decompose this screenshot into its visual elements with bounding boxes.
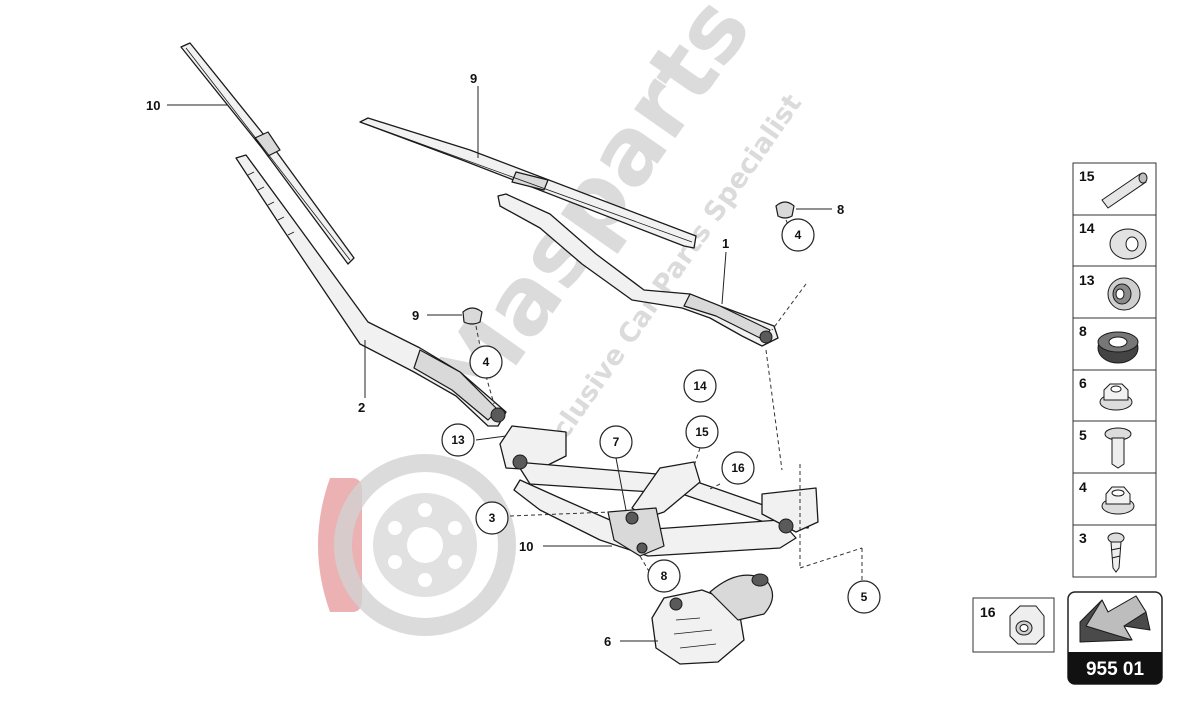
legend-item-5-number: 5 [1079, 427, 1087, 443]
callout-4-left-label: 4 [483, 355, 490, 369]
legend-item-3-number: 3 [1079, 530, 1087, 546]
callout-15[interactable]: 15 [685, 415, 719, 449]
callout-16-label: 16 [731, 461, 745, 475]
legend-item-16-number: 16 [980, 604, 996, 620]
legend-item-3[interactable]: 3 [1079, 530, 1125, 573]
legend-item-8-number: 8 [1079, 323, 1087, 339]
bushing-icon [1109, 228, 1147, 260]
label-2: 2 [358, 400, 365, 415]
legend-item-4[interactable]: 4 [1079, 479, 1135, 515]
callout-3[interactable]: 3 [475, 501, 509, 535]
callout-6[interactable]: 7 [599, 425, 633, 459]
legend-item-6-number: 6 [1079, 375, 1087, 391]
callout-14-label: 14 [693, 379, 707, 393]
cap-9-left [462, 307, 483, 325]
callout-6-label: 7 [613, 435, 620, 449]
dashed-lines [475, 219, 863, 591]
callout-16[interactable]: 16 [721, 451, 755, 485]
callout-4-right[interactable]: 4 [781, 218, 815, 252]
grommet-icon [1097, 331, 1139, 364]
diagram-code-box: 955 01 [1067, 591, 1163, 685]
label-seven: 6 [604, 634, 611, 649]
legend-item-6[interactable]: 6 [1079, 375, 1133, 411]
legend-item-14[interactable]: 14 [1079, 220, 1147, 260]
cap-9-right [775, 201, 795, 219]
label-1: 1 [722, 236, 729, 251]
label-10-text-visible: 10 [519, 539, 533, 554]
callout-4-right-label: 4 [795, 228, 802, 242]
callout-13-label: 13 [451, 433, 465, 447]
leader-lines [167, 86, 832, 642]
wiper-arm-right [497, 193, 779, 347]
wiper-motor [651, 573, 774, 665]
legend-item-14-number: 14 [1079, 220, 1095, 236]
callout-15-label: 15 [695, 425, 709, 439]
callout-13[interactable]: 13 [441, 423, 475, 457]
callout-5-label: 5 [861, 590, 868, 604]
diagram-code: 955 01 [1086, 659, 1145, 680]
label-12: 10 [146, 98, 160, 113]
callout-3-label: 3 [489, 511, 496, 525]
flange-bolt-icon [1104, 427, 1132, 469]
hex-nut-icon [1101, 486, 1135, 515]
label-9-left: 9 [412, 308, 419, 323]
wiper-arm-left [235, 154, 507, 427]
flange-nut-icon [1099, 383, 1133, 411]
legend-item-13-number: 13 [1079, 272, 1095, 288]
legend-item-15[interactable]: 15 [1079, 168, 1148, 209]
legend-item-15-number: 15 [1079, 168, 1095, 184]
wiper-blade-right [359, 117, 697, 249]
wiper-linkage [499, 425, 819, 557]
parts-legend: 15 14 13 8 [1072, 162, 1157, 578]
seal-icon [1107, 277, 1141, 311]
callout-14[interactable]: 14 [683, 369, 717, 403]
screw-icon [1107, 532, 1125, 573]
label-9-right-visible: 8 [837, 202, 844, 217]
watermark-logo-icon [318, 454, 516, 636]
nut-icon [1009, 605, 1045, 645]
direction-arrow-icon [1079, 595, 1151, 643]
pin-icon [1101, 172, 1148, 209]
legend-item-16[interactable]: 16 [972, 597, 1055, 653]
legend-item-5[interactable]: 5 [1079, 427, 1132, 469]
legend-item-8[interactable]: 8 [1079, 323, 1139, 364]
callout-8-label-visible: 8 [661, 569, 668, 583]
label-11: 9 [470, 71, 477, 86]
callout-5[interactable]: 5 [847, 580, 881, 614]
legend-item-13[interactable]: 13 [1079, 272, 1141, 311]
callout-8[interactable]: 8 [647, 559, 681, 593]
callout-4-left[interactable]: 4 [469, 345, 503, 379]
legend-item-4-number: 4 [1079, 479, 1087, 495]
wiper-blade-left [180, 42, 355, 265]
